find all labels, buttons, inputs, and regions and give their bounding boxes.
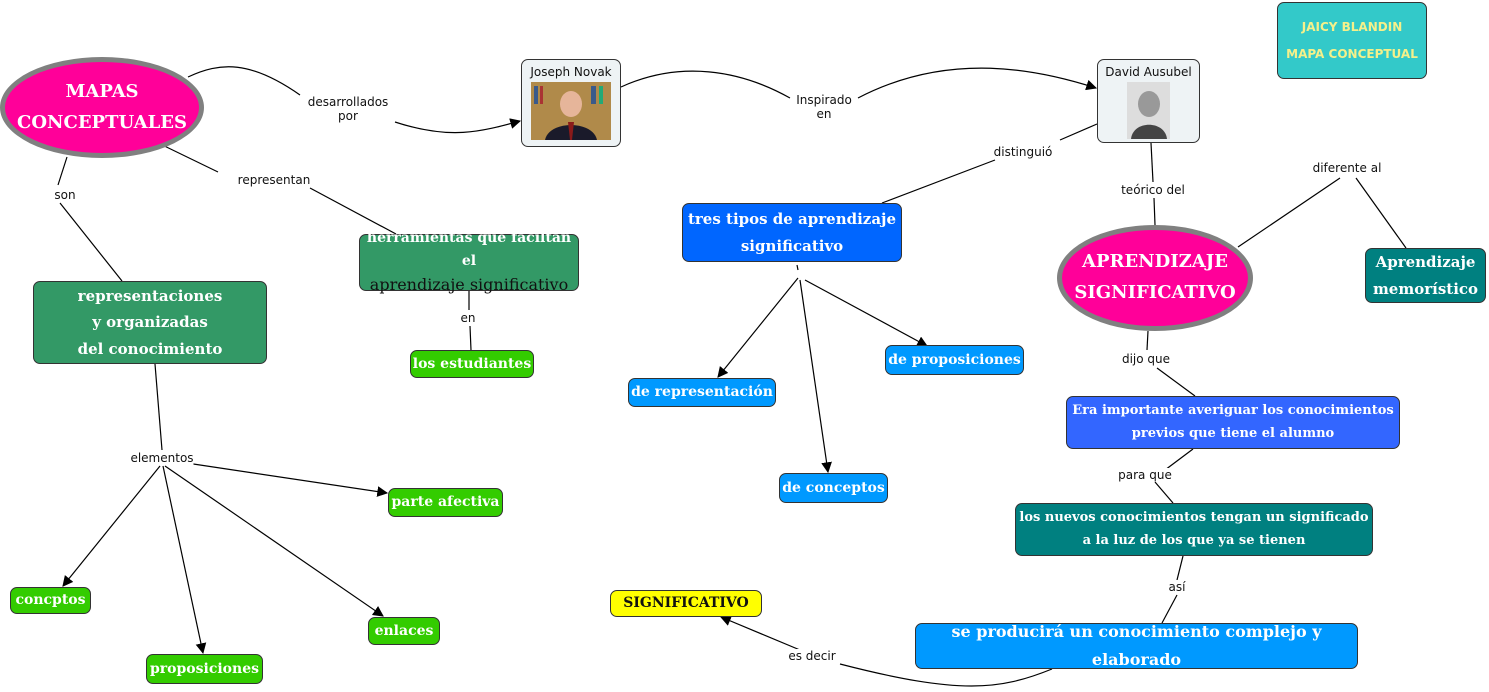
concept-text: memorístico — [1372, 279, 1479, 298]
concept-los-estudiantes[interactable]: los estudiantes — [410, 350, 534, 378]
link-teorico-del[interactable]: teórico del — [1121, 183, 1185, 197]
link-representan[interactable]: representan — [237, 173, 311, 187]
concept-representaciones[interactable]: representaciones y organizadas del conocim… — [33, 281, 267, 364]
link-es-decir[interactable]: es decir — [788, 649, 836, 663]
concept-mapas-conceptuales[interactable]: MAPAS CONCEPTUALES — [0, 57, 204, 158]
concept-david-ausubel[interactable]: David Ausubel — [1097, 59, 1200, 143]
concept-parte-afectiva[interactable]: parte afectiva — [388, 488, 503, 517]
concept-aprendizaje-memoristico[interactable]: Aprendizaje memorístico — [1365, 248, 1486, 303]
link-en[interactable]: en — [460, 311, 476, 325]
link-elementos[interactable]: elementos — [130, 451, 194, 465]
link-asi[interactable]: así — [1168, 580, 1186, 594]
concept-text: del conocimiento — [77, 339, 223, 358]
link-text: en — [816, 107, 832, 121]
concept-aprendizaje-significativo[interactable]: APRENDIZAJE SIGNIFICATIVO — [1057, 225, 1253, 331]
concept-text: MAPAS — [65, 80, 139, 102]
concept-text: CONCEPTUALES — [17, 111, 187, 133]
title-box: JAICY BLANDIN MAPA CONCEPTUAL — [1277, 2, 1427, 79]
author-name: JAICY BLANDIN — [1301, 20, 1403, 35]
concept-text: significativo — [740, 236, 844, 255]
link-diferente-al[interactable]: diferente al — [1312, 161, 1382, 175]
link-son[interactable]: son — [54, 188, 76, 202]
concept-text: representaciones — [77, 287, 223, 306]
concept-text: Aprendizaje — [1375, 253, 1476, 272]
concept-text: herramientas que faciltan el — [366, 230, 572, 269]
concept-significativo[interactable]: SIGNIFICATIVO — [610, 590, 762, 617]
concept-tres-tipos[interactable]: tres tipos de aprendizaje significativo — [682, 203, 902, 262]
concept-de-proposiciones[interactable]: de proposiciones — [885, 345, 1024, 375]
map-subtitle: MAPA CONCEPTUAL — [1286, 46, 1418, 61]
person-name: David Ausubel — [1105, 65, 1192, 79]
link-dijo-que[interactable]: dijo que — [1121, 352, 1171, 366]
concept-text: aprendizaje significativo — [369, 275, 569, 295]
concept-los-nuevos[interactable]: los nuevos conocimientos tengan un signi… — [1015, 503, 1373, 556]
link-para-que[interactable]: para que — [1118, 468, 1172, 482]
link-distinguio[interactable]: distinguió — [993, 145, 1053, 159]
concept-text: y organizadas — [92, 313, 208, 332]
concept-enlaces[interactable]: enlaces — [368, 617, 440, 645]
concept-text: a la luz de los que ya se tienen — [1082, 532, 1306, 548]
link-text: por — [338, 109, 358, 123]
concept-text: tres tipos de aprendizaje — [687, 210, 897, 229]
link-text: Inspirado — [796, 93, 852, 107]
person-name: Joseph Novak — [530, 65, 612, 79]
concept-text: Era importante averiguar los conocimient… — [1072, 402, 1394, 418]
concept-se-producira[interactable]: se producirá un conocimiento complejo y … — [915, 622, 1358, 669]
concept-de-conceptos[interactable]: de conceptos — [779, 473, 888, 503]
concept-text: SIGNIFICATIVO — [1074, 282, 1236, 303]
concept-proposiciones[interactable]: proposiciones — [146, 654, 263, 684]
concept-herramientas[interactable]: herramientas que faciltan el aprendizaje … — [359, 230, 579, 294]
concept-era-importante[interactable]: Era importante averiguar los conocimient… — [1066, 396, 1400, 449]
concept-concptos[interactable]: concptos — [10, 587, 91, 614]
concept-text: los nuevos conocimientos tengan un signi… — [1019, 509, 1369, 525]
concept-text: APRENDIZAJE — [1081, 251, 1228, 273]
ausubel-photo-icon — [1127, 82, 1170, 139]
link-text: desarrollados — [307, 95, 389, 109]
concept-de-representacion[interactable]: de representación — [628, 378, 776, 407]
novak-photo-icon — [531, 82, 611, 140]
concept-text: previos que tiene el alumno — [1131, 425, 1335, 441]
concept-joseph-novak[interactable]: Joseph Novak — [521, 59, 621, 147]
